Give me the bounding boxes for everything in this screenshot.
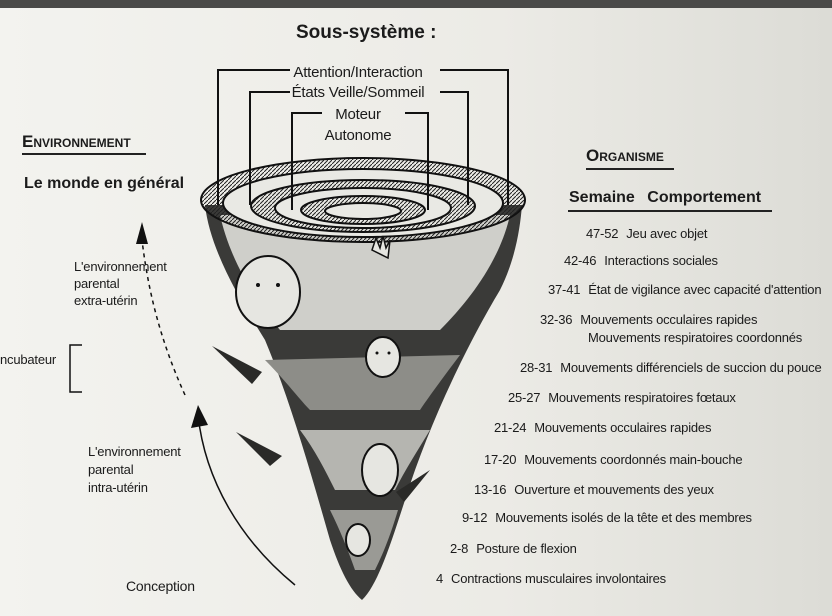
organism-heading-rule — [586, 168, 674, 170]
arrow-head-mid — [191, 405, 208, 428]
incubator-label: ncubateur — [0, 351, 56, 368]
side-arrow-2 — [236, 432, 282, 466]
arrow-head-top — [136, 222, 148, 244]
intra-uterine-line-2: parental — [88, 461, 133, 478]
organism-columns-rule — [568, 210, 772, 212]
environment-heading-rule — [22, 153, 146, 155]
organism-heading: Organisme — [586, 146, 664, 166]
infant-face-large — [236, 256, 300, 328]
extra-uterine-line-3: extra-utérin — [74, 292, 137, 309]
intra-uterine-line-3: intra-utérin — [88, 479, 148, 496]
extra-uterine-line-1: L'environnement — [74, 258, 167, 275]
embryo-shape — [346, 524, 370, 556]
intra-uterine-line-1: L'environnement — [88, 443, 181, 460]
subsystem-autonomic: Autonome — [268, 127, 448, 144]
incubator-bracket — [70, 345, 82, 392]
environment-subtitle: Le monde en général — [24, 175, 184, 193]
side-arrow-1 — [212, 346, 262, 384]
subsystem-sleep-wake: États Veille/Sommeil — [268, 84, 448, 101]
column-behaviour: Comportement — [647, 189, 761, 206]
organism-columns: Semaine Comportement — [569, 189, 761, 207]
environment-heading: Environnement — [22, 132, 131, 152]
subsystem-motor: Moteur — [268, 106, 448, 123]
cone-rim-5 — [325, 203, 401, 219]
conception-label: Conception — [126, 578, 195, 595]
extra-uterine-line-2: parental — [74, 275, 119, 292]
infant-face-small — [366, 337, 400, 377]
column-week: Semaine — [569, 189, 635, 206]
subsystem-attention: Attention/Interaction — [268, 64, 448, 81]
fetus-shape — [362, 444, 398, 496]
list-item: Mouvements respiratoires coordonnés — [580, 330, 802, 345]
diagram-title: Sous-système : — [296, 22, 436, 44]
